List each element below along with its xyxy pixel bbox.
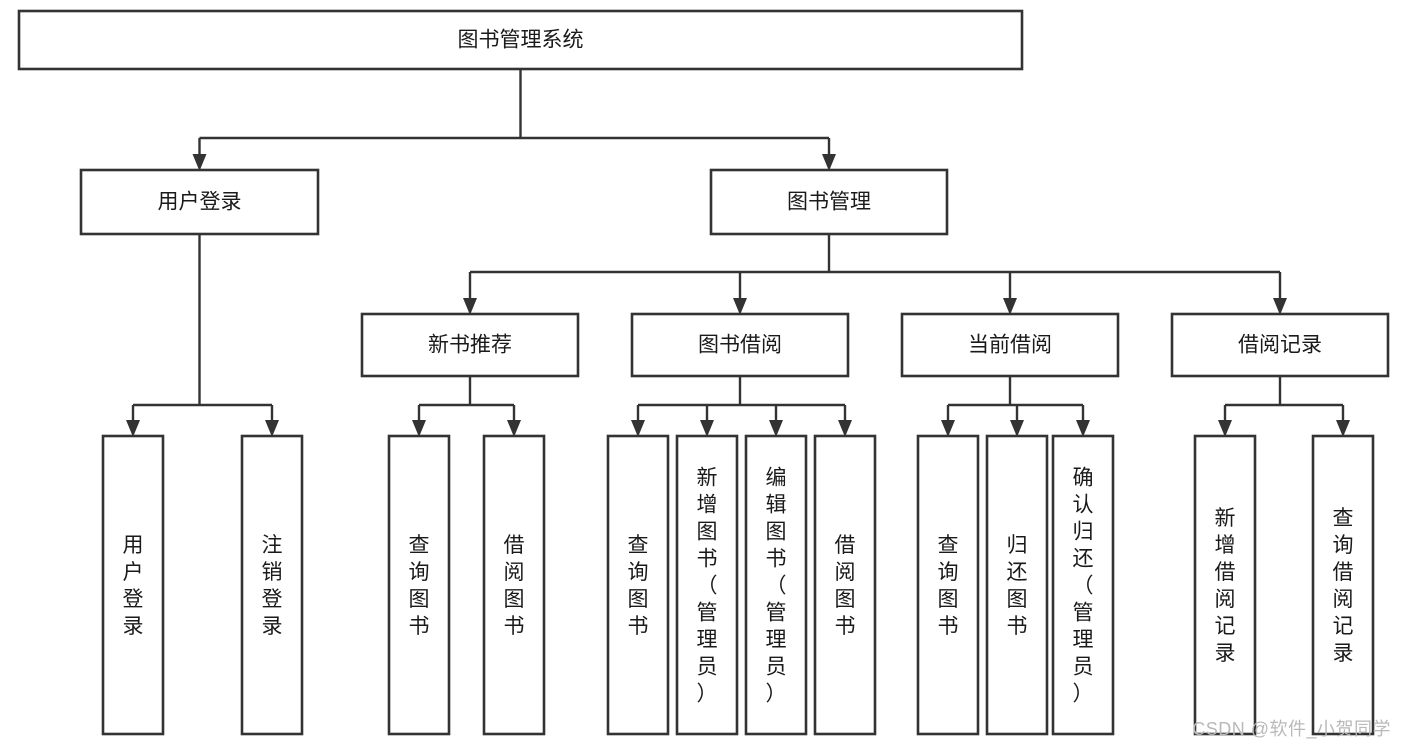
node-box — [1193, 434, 1257, 736]
node-root-root[interactable]: 图书管理系统 — [17, 9, 1024, 71]
node-label: 借阅记录 — [1238, 334, 1322, 357]
node-label: 新书推荐 — [428, 334, 512, 357]
node-label: 查询图书 — [628, 534, 649, 638]
node-label: 确认归还（管理员） — [1073, 467, 1094, 706]
node-box — [387, 434, 451, 736]
node-feature-leaf-return-book[interactable]: 归还图书 — [985, 434, 1049, 736]
arrow-head-icon-new-book-recommend — [463, 298, 477, 315]
arrow-head-icon-leaf-borrow-book — [838, 420, 852, 437]
node-box — [900, 312, 1120, 378]
arrow-head-icon-current-borrow — [1003, 298, 1017, 315]
arrow-head-icon-leaf-query-book-borrow — [631, 420, 645, 437]
node-feature-leaf-user-login[interactable]: 用户登录 — [101, 434, 165, 736]
node-feature-leaf-query-book-recommend[interactable]: 查询图书 — [387, 434, 451, 736]
node-module-user-login[interactable]: 用户登录 — [79, 168, 320, 236]
arrow-head-icon-borrow-record — [1273, 298, 1287, 315]
node-box — [744, 434, 808, 736]
node-label: 新增借阅记录 — [1215, 507, 1236, 665]
node-label: 新增图书（管理员） — [697, 467, 718, 706]
node-box — [101, 434, 165, 736]
node-label: 当前借阅 — [968, 334, 1052, 357]
node-submodule-book-borrow[interactable]: 图书借阅 — [630, 312, 850, 378]
node-label: 查询图书 — [409, 534, 430, 638]
node-box — [606, 434, 670, 736]
node-label: 查询借阅记录 — [1333, 507, 1354, 665]
arrow-head-icon-leaf-return-book — [1010, 420, 1024, 437]
node-label: 编辑图书（管理员） — [766, 467, 787, 706]
node-layer: 图书管理系统用户登录图书管理新书推荐图书借阅当前借阅借阅记录用户登录注销登录查询… — [17, 9, 1390, 736]
arrow-head-icon-leaf-logout-login — [265, 420, 279, 437]
node-label: 用户登录 — [158, 191, 242, 214]
node-feature-leaf-borrow-book[interactable]: 借阅图书 — [813, 434, 877, 736]
node-box — [813, 434, 877, 736]
arrow-head-icon-book-manage — [822, 154, 836, 171]
node-box — [360, 312, 580, 378]
node-box — [1170, 312, 1390, 378]
node-box — [240, 434, 304, 736]
node-box — [630, 312, 850, 378]
node-feature-leaf-logout-login[interactable]: 注销登录 — [240, 434, 304, 736]
node-label: 归还图书 — [1007, 534, 1028, 638]
arrow-head-icon-leaf-query-borrow-record — [1336, 420, 1350, 437]
node-label: 图书管理 — [787, 191, 871, 214]
node-submodule-borrow-record[interactable]: 借阅记录 — [1170, 312, 1390, 378]
node-feature-leaf-query-book-current[interactable]: 查询图书 — [916, 434, 980, 736]
node-box — [1051, 434, 1115, 736]
node-label: 借阅图书 — [835, 534, 856, 638]
node-box — [17, 9, 1024, 71]
node-label: 查询图书 — [938, 534, 959, 638]
arrow-head-icon-book-borrow — [733, 298, 747, 315]
node-box — [482, 434, 546, 736]
node-feature-leaf-add-borrow-record[interactable]: 新增借阅记录 — [1193, 434, 1257, 736]
connector-layer — [126, 69, 1350, 437]
arrow-head-icon-leaf-add-book-admin — [700, 420, 714, 437]
node-feature-leaf-add-book-admin[interactable]: 新增图书（管理员） — [675, 434, 739, 736]
node-submodule-new-book-recommend[interactable]: 新书推荐 — [360, 312, 580, 378]
arrow-head-icon-leaf-user-login — [126, 420, 140, 437]
arrow-head-icon-leaf-add-borrow-record — [1218, 420, 1232, 437]
node-box — [709, 168, 949, 236]
node-feature-leaf-query-borrow-record[interactable]: 查询借阅记录 — [1311, 434, 1375, 736]
node-label: 注销登录 — [262, 534, 283, 638]
arrow-head-icon-leaf-confirm-return-admin — [1076, 420, 1090, 437]
arrow-head-icon-leaf-edit-book-admin — [769, 420, 783, 437]
node-box — [79, 168, 320, 236]
node-feature-leaf-confirm-return-admin[interactable]: 确认归还（管理员） — [1051, 434, 1115, 736]
node-label: 用户登录 — [123, 534, 144, 638]
csdn-watermark: CSDN @软件_小贺同学 — [1192, 719, 1391, 739]
node-label: 借阅图书 — [504, 534, 525, 638]
node-feature-leaf-edit-book-admin[interactable]: 编辑图书（管理员） — [744, 434, 808, 736]
node-feature-leaf-query-book-borrow[interactable]: 查询图书 — [606, 434, 670, 736]
node-box — [985, 434, 1049, 736]
arrow-head-icon-user-login — [192, 154, 207, 171]
node-box — [675, 434, 739, 736]
arrow-head-icon-leaf-query-book-current — [941, 420, 955, 437]
node-module-book-manage[interactable]: 图书管理 — [709, 168, 949, 236]
node-box — [916, 434, 980, 736]
arrow-head-icon-leaf-borrow-book-recommend — [507, 420, 521, 437]
node-label: 图书管理系统 — [458, 29, 584, 52]
node-submodule-current-borrow[interactable]: 当前借阅 — [900, 312, 1120, 378]
node-label: 图书借阅 — [698, 334, 782, 357]
arrow-head-icon-leaf-query-book-recommend — [412, 420, 426, 437]
node-feature-leaf-borrow-book-recommend[interactable]: 借阅图书 — [482, 434, 546, 736]
node-box — [1311, 434, 1375, 736]
